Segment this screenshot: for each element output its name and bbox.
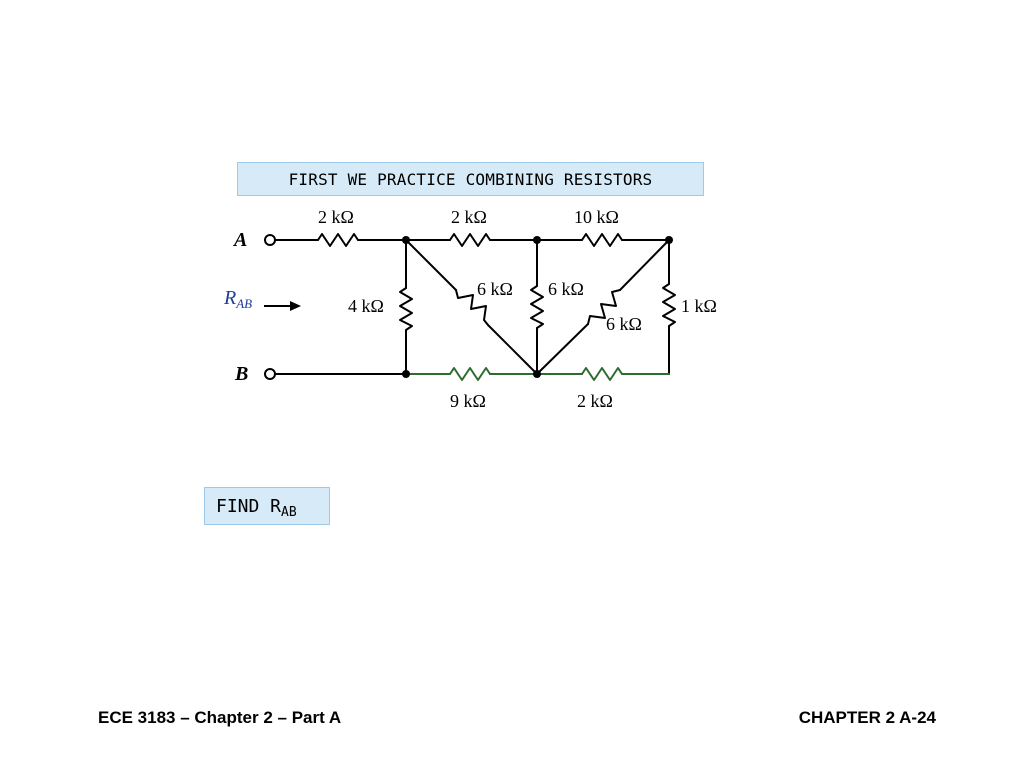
node-a-label: A <box>232 229 247 251</box>
resistor-r-center <box>530 285 544 329</box>
task-box: FIND RAB <box>204 487 330 525</box>
resistor-r-left-shunt <box>399 287 413 331</box>
label-r-left-shunt: 4 kΩ <box>348 296 384 316</box>
terminal-b <box>264 368 276 380</box>
label-r-diag-right: 6 kΩ <box>606 314 642 334</box>
junction-n3 <box>665 236 673 244</box>
junction-n1 <box>402 236 410 244</box>
resistor-r-top-right <box>581 233 623 247</box>
wire-n1-diag <box>405 239 457 291</box>
label-r-a: 2 kΩ <box>318 207 354 227</box>
resistor-r-bottom-mid <box>449 367 491 381</box>
resistor-r-right-shunt <box>662 283 676 327</box>
junction-n5 <box>533 370 541 378</box>
resistor-r-diag-left <box>455 289 489 326</box>
label-r-top-mid: 2 kΩ <box>451 207 487 227</box>
resistor-r-bottom-right <box>581 367 623 381</box>
wire-n3-diag <box>619 239 670 291</box>
label-r-top-right: 10 kΩ <box>574 207 619 227</box>
label-r-center: 6 kΩ <box>548 279 584 299</box>
wire-diag-right-to-n5 <box>536 323 589 375</box>
node-b-label: B <box>234 363 248 385</box>
resistor-r-a <box>317 233 359 247</box>
wire-diag-left-to-n5 <box>487 324 538 375</box>
slide-title: FIRST WE PRACTICE COMBINING RESISTORS <box>237 162 704 196</box>
footer-course: ECE 3183 – Chapter 2 – Part A <box>98 708 342 727</box>
junction-n2 <box>533 236 541 244</box>
task-sub: AB <box>281 505 297 520</box>
label-r-bottom-mid: 9 kΩ <box>450 391 486 411</box>
resistor-r-top-mid <box>449 233 491 247</box>
rab-label: RAB <box>223 287 252 311</box>
label-r-right-shunt: 1 kΩ <box>681 296 717 316</box>
resistor-r-diag-right <box>587 289 621 325</box>
label-r-bottom-right: 2 kΩ <box>577 391 613 411</box>
terminal-a <box>264 234 276 246</box>
footer-page: CHAPTER 2 A-24 <box>798 708 936 727</box>
junction-n4 <box>402 370 410 378</box>
task-main: FIND R <box>216 496 282 517</box>
rab-arrowhead <box>290 301 301 311</box>
label-r-diag-left: 6 kΩ <box>477 279 513 299</box>
